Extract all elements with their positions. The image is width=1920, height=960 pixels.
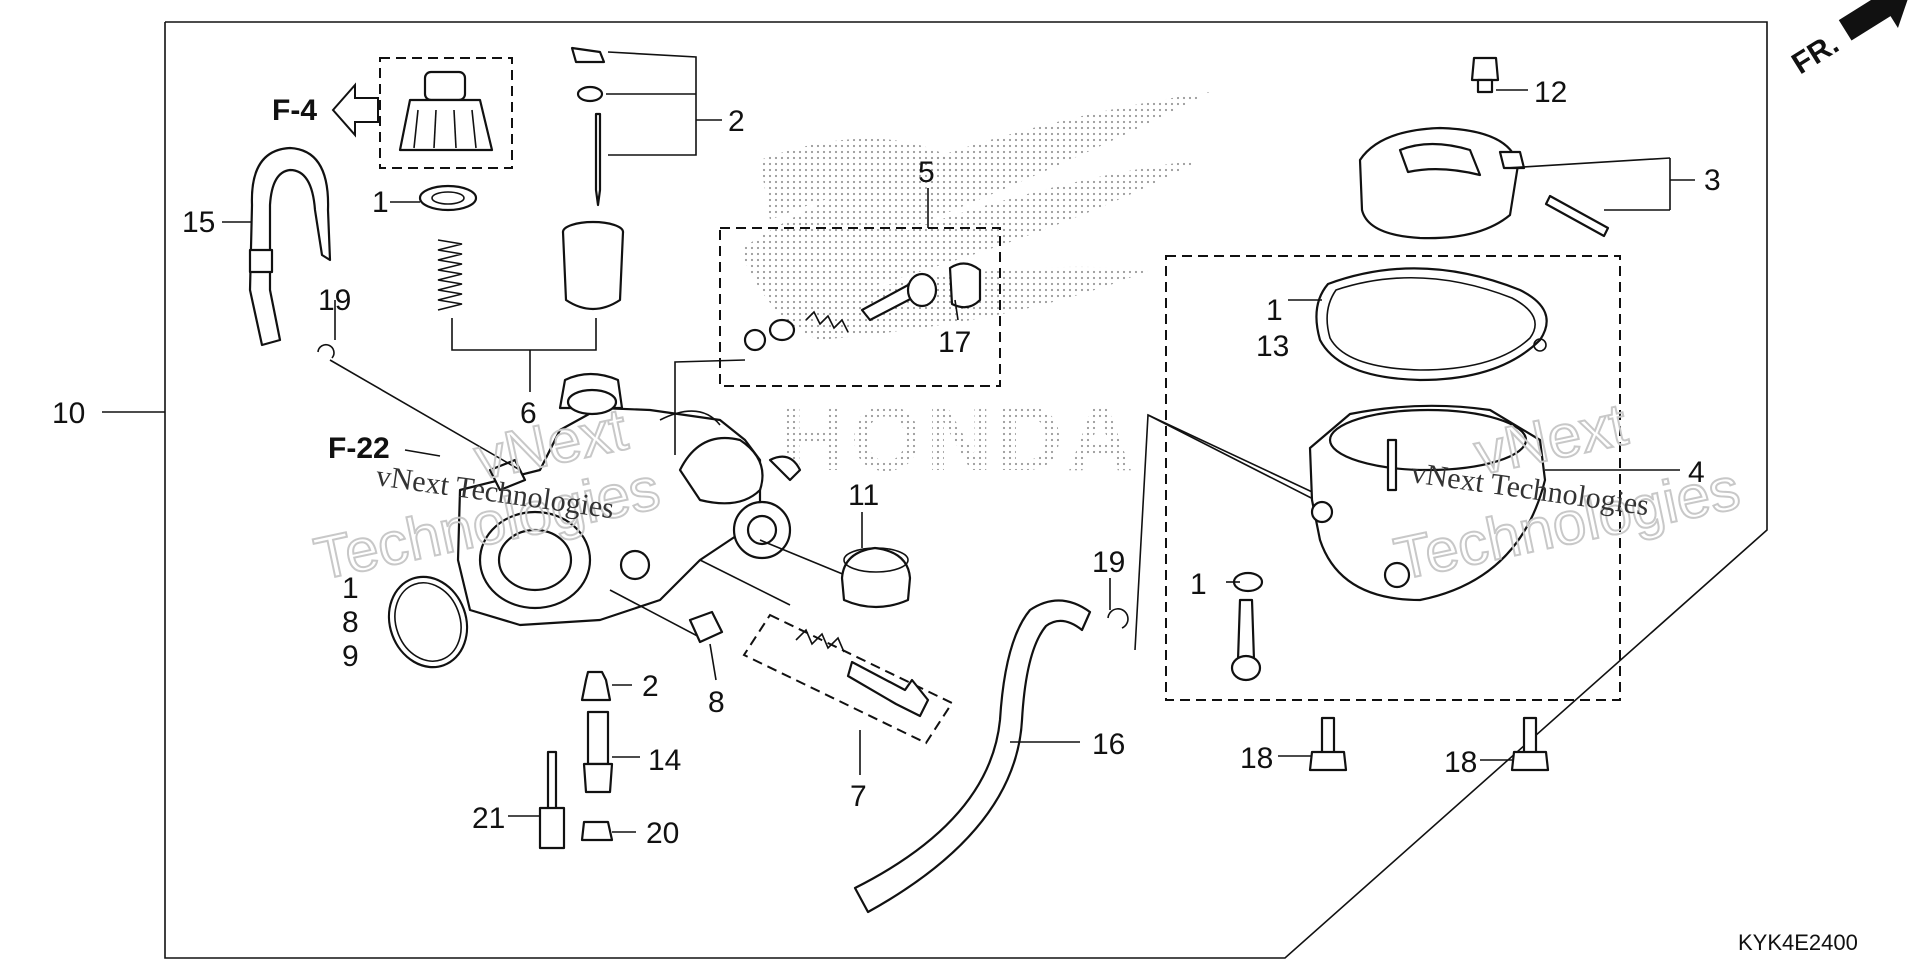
main-jet-part	[580, 670, 614, 842]
callout-18a: 18	[1240, 742, 1273, 775]
drain-screw-part	[1230, 598, 1262, 682]
direction-arrow-icon: FR.	[1786, 0, 1912, 81]
callout-20: 20	[646, 817, 679, 850]
callout-15: 15	[182, 206, 215, 239]
ref-f22-label: F-22	[328, 432, 390, 465]
screw-part	[1308, 716, 1550, 772]
ref-f22[interactable]: F-22	[328, 432, 441, 465]
callout-9: 9	[342, 640, 359, 673]
callout-leaders	[102, 51, 1695, 833]
callout-14: 14	[648, 744, 681, 777]
callout-12: 12	[1534, 76, 1567, 109]
idle-screw-part	[795, 628, 930, 718]
choke-cap-part	[398, 70, 494, 152]
float-chamber-o-ring	[387, 575, 469, 669]
honda-wing-logo: HONDA	[740, 92, 1210, 490]
callout-17: 17	[938, 326, 971, 359]
cap-part	[840, 546, 912, 609]
ref-f4[interactable]: F-4	[272, 82, 379, 138]
callout-10: 10	[52, 397, 85, 430]
reference-arrow-icon	[331, 82, 379, 138]
callout-1d: 1	[1190, 568, 1207, 601]
callout-16: 16	[1092, 728, 1125, 761]
callout-8a: 8	[342, 606, 359, 639]
dashed-groups	[379, 57, 1621, 745]
diagram-code: KYK4E2400	[1738, 930, 1858, 955]
callout-2b: 2	[642, 670, 659, 703]
tube-clip-part	[1107, 608, 1129, 629]
callout-11: 11	[848, 479, 879, 512]
square-nut-part	[688, 610, 724, 644]
callout-1b: 1	[342, 572, 359, 605]
callout-5: 5	[918, 156, 935, 189]
drain-tube-part	[248, 146, 332, 347]
leader-lines	[329, 359, 1409, 651]
callout-8b: 8	[708, 686, 725, 719]
throttle-valve-part	[561, 220, 625, 311]
callout-19a: 19	[318, 284, 351, 317]
callout-7: 7	[850, 780, 867, 813]
callouts: 2 1 15 19 6 5 17 10 11 1 8 9 8 7 2 14 21…	[52, 76, 1721, 850]
carburetor-body	[456, 372, 802, 627]
float-chamber-part	[1308, 404, 1547, 602]
top-cover-part	[1358, 56, 1610, 240]
o-ring-part	[418, 184, 478, 212]
callout-19b: 19	[1092, 546, 1125, 579]
spring-part	[437, 239, 463, 311]
ref-f4-label: F-4	[272, 94, 317, 127]
needle-valve-part	[743, 262, 982, 352]
callout-1a: 1	[372, 186, 389, 219]
callout-13: 13	[1256, 330, 1289, 363]
svg-text:HONDA: HONDA	[780, 388, 1137, 490]
fuel-tube-part	[853, 599, 1092, 914]
callout-4: 4	[1688, 456, 1705, 489]
callout-21: 21	[472, 802, 505, 835]
callout-3: 3	[1704, 164, 1721, 197]
callout-6: 6	[520, 397, 537, 430]
gasket-part	[1315, 267, 1548, 382]
callout-18b: 18	[1444, 746, 1477, 779]
slow-jet-part	[538, 750, 566, 850]
jet-needle-part	[570, 46, 606, 207]
callout-2a: 2	[728, 105, 745, 138]
callout-1c: 1	[1266, 294, 1283, 327]
direction-label: FR.	[1786, 27, 1844, 81]
tube-clip-part	[317, 343, 335, 359]
